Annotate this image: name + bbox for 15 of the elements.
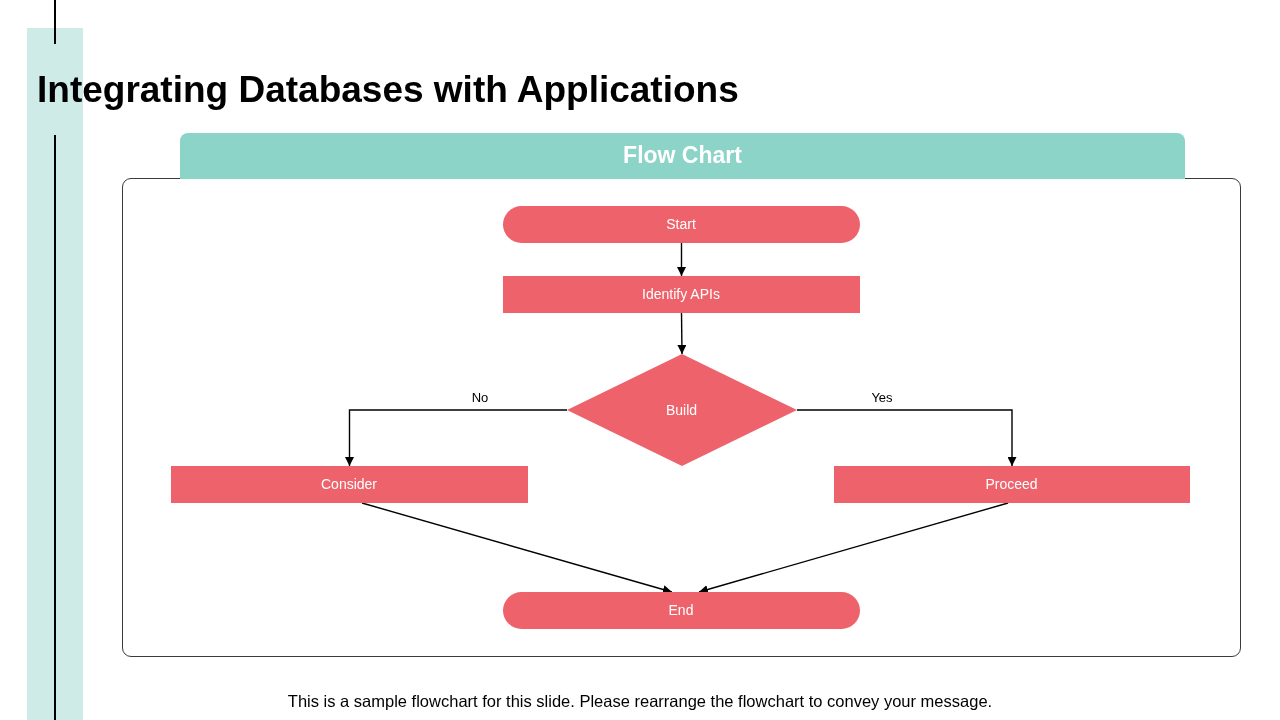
arrow — [698, 502, 1009, 594]
arrow — [345, 409, 568, 467]
process-box: Proceed — [833, 465, 1190, 503]
arrow — [677, 312, 687, 355]
terminal-box: Start — [502, 205, 860, 243]
decision-diamond: Build — [566, 353, 797, 466]
arrow — [796, 409, 1017, 467]
arrow — [677, 242, 686, 277]
process-box: Identify APIs — [502, 275, 860, 313]
caption: This is a sample flowchart for this slide. Please rearrange the flowchart to convey your message. — [287, 692, 993, 711]
process-box: Consider — [170, 465, 528, 503]
arrow — [361, 502, 673, 594]
terminal-box: End — [502, 591, 860, 629]
panel-header: Flow Chart — [180, 132, 1185, 179]
slide-title: Integrating Databases with Applications — [37, 68, 739, 112]
